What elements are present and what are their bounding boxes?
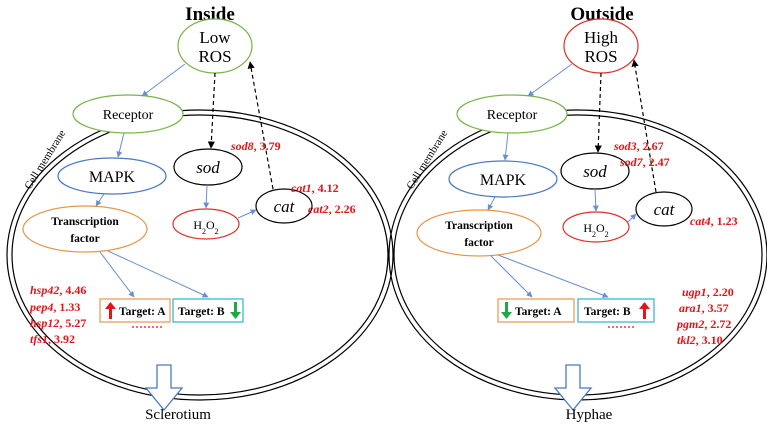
up-arrow-icon [105, 302, 116, 319]
target-a-label: Target: A [515, 306, 562, 318]
h2o2-to-cat-arrow [627, 213, 637, 223]
transcription-factor-node [22, 205, 148, 253]
target-a-label: Target: A [119, 306, 166, 318]
cat-node [255, 188, 313, 224]
mapk-node [57, 157, 167, 195]
tf-to-target-b-arrow [107, 250, 209, 298]
cat-label: cat [654, 200, 676, 219]
down-arrow-icon [230, 302, 241, 319]
left-gene-3: tfs1, 3.92 [30, 332, 75, 346]
outcome-label: Sclerotium [145, 407, 211, 423]
tf-to-target-a-arrow [490, 255, 533, 298]
panel-inside: Inside Cell membrane Low ROS Receptor MA… [6, 4, 394, 423]
tf-line2: factor [464, 237, 493, 249]
receptor-node [72, 94, 184, 134]
panel-outside: Outside Cell membrane High ROS Receptor … [388, 4, 767, 423]
transcription-factor-node [416, 209, 542, 257]
target-b-box [577, 298, 655, 323]
right-gene-0: ugp1, 2.20 [682, 285, 734, 299]
cat-to-ros-arrow [247, 61, 274, 190]
receptor-label: Receptor [103, 108, 154, 123]
target-a-box [99, 298, 171, 323]
left-gene-0: hsp42, 4.46 [30, 283, 86, 297]
receptor-node [456, 94, 568, 134]
tf-line1: Transcription [445, 220, 513, 232]
cat-gene-0: cat1, 4.12 [291, 181, 339, 195]
sod-gene-0: sod8, 3.79 [230, 139, 281, 153]
cell-membrane-outer [6, 109, 394, 401]
ros-line1: High [584, 28, 619, 47]
ros-line2: ROS [584, 47, 617, 66]
sod-gene-1: sod7, 2.47 [619, 155, 670, 169]
tf-to-target-b-arrow [497, 254, 609, 298]
h2o2-label: H2O2 [583, 221, 608, 239]
mapk-to-tf-arrow [95, 193, 105, 207]
ros-to-receptor-arrow [141, 63, 186, 97]
receptor-to-mapk-arrow [116, 132, 125, 158]
ros-line2: ROS [198, 47, 231, 66]
cell-membrane-inner [11, 114, 389, 396]
outcome-label: Hyphae [566, 407, 613, 423]
sod-to-h2o2-arrow [203, 184, 210, 209]
h2o2-node [172, 208, 240, 240]
target-b-label: Target: B [584, 306, 631, 318]
sod-node [173, 148, 243, 186]
h2o2-to-cat-arrow [237, 209, 257, 219]
ros-to-sod-arrow [207, 72, 216, 149]
cat-label: cat [274, 197, 296, 216]
sod-gene-0: sod3, 2.67 [613, 139, 664, 153]
ros-line1: Low [199, 28, 231, 47]
ros-to-receptor-arrow [527, 63, 573, 97]
outcome-arrow [553, 364, 593, 412]
receptor-to-mapk-arrow [502, 132, 509, 161]
up-arrow-icon [639, 302, 650, 319]
tf-to-target-a-arrow [99, 251, 135, 298]
h2o2-node [562, 211, 630, 243]
sod-label: sod [583, 162, 607, 181]
target-a-box [497, 298, 575, 323]
cat-gene-1: cat2, 2.26 [308, 202, 356, 216]
panel-title: Outside [570, 4, 633, 25]
mapk-label: MAPK [89, 169, 136, 186]
sod-label: sod [196, 158, 220, 177]
right-gene-2: pgm2, 2.72 [676, 317, 731, 331]
cat-to-ros-arrow [631, 59, 657, 193]
ros-to-sod-arrow [594, 72, 602, 153]
down-arrow-icon [501, 302, 512, 319]
right-gene-3: tkl2, 3.10 [677, 333, 723, 347]
cat-node [635, 191, 693, 227]
mapk-label: MAPK [480, 172, 527, 189]
mapk-node [448, 160, 558, 198]
cat-gene-0: cat4, 1.23 [690, 214, 738, 228]
tf-line1: Transcription [51, 216, 119, 228]
target-b-label: Target: B [178, 306, 225, 318]
outcome-arrow [144, 364, 184, 412]
receptor-label: Receptor [487, 108, 538, 123]
mapk-to-tf-arrow [487, 196, 496, 211]
target-b-box [172, 298, 244, 323]
tf-line2: factor [70, 233, 99, 245]
h2o2-label: H2O2 [193, 218, 218, 236]
left-gene-2: hsp12, 5.27 [30, 316, 86, 330]
right-gene-1: ara1, 3.57 [679, 301, 729, 315]
sod-to-h2o2-arrow [592, 188, 599, 212]
left-gene-1: pep4, 1.33 [29, 300, 80, 314]
cell-membrane-outer [388, 109, 767, 401]
